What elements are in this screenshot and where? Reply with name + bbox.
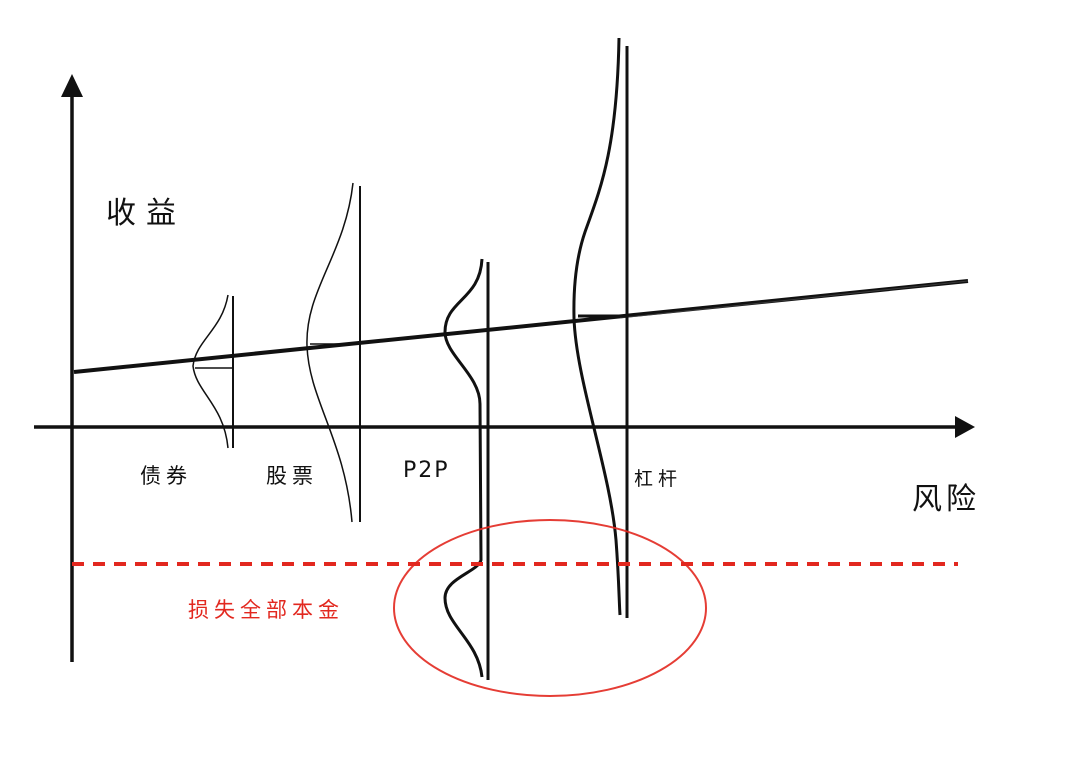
category-label-leverage: 杠杆 <box>634 468 683 490</box>
stock-distribution <box>306 182 361 523</box>
x-axis-arrow-icon <box>955 416 975 438</box>
category-label-stock: 股票 <box>266 464 318 488</box>
y-axis <box>61 74 83 662</box>
category-label-bond: 债券 <box>140 464 192 488</box>
p2p-distribution <box>443 258 490 680</box>
leverage-distribution <box>572 37 629 618</box>
x-axis-label: 风险 <box>912 482 980 517</box>
expected-return-trend-line <box>73 279 969 374</box>
category-label-p2p: P2P <box>403 458 450 483</box>
x-axis <box>34 416 975 438</box>
loss-line-label: 损失全部本金 <box>188 598 344 622</box>
y-axis-label: 收益 <box>106 196 186 231</box>
bond-distribution <box>192 294 234 449</box>
y-axis-arrow-icon <box>61 74 83 97</box>
risk-highlight-ellipse <box>393 519 707 697</box>
